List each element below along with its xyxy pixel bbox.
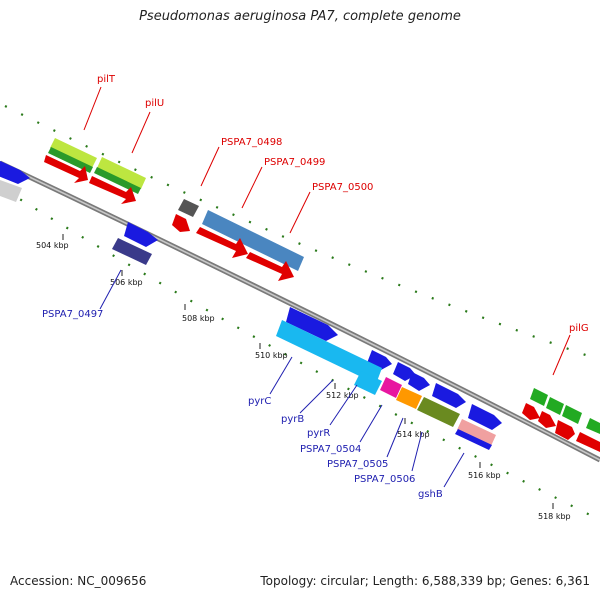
gene-pyrC-arrow (286, 307, 338, 341)
tick-label: 506 kbp (110, 278, 143, 287)
gene-pilU-cds (89, 176, 136, 204)
gc-track-lower (4, 189, 600, 521)
gene-PSPA7_0498-cds (172, 214, 190, 232)
gene-label-pyrR: pyrR (307, 428, 330, 439)
gene-PSPA7_0497-arrow (124, 222, 158, 247)
gene-pilU-track (97, 157, 146, 189)
gene-pilG-cds (522, 403, 540, 420)
gene-label-pilT: pilT (97, 74, 116, 85)
tick-label: 510 kbp (255, 351, 288, 360)
gene-PSPA7_0506-track (417, 397, 460, 427)
gene-PSPA7_0499-track (202, 210, 304, 271)
gene-label-pilG: pilG (569, 323, 589, 334)
tick-label: 514 kbp (397, 430, 430, 439)
tick-label: 512 kbp (326, 391, 359, 400)
gene-label-PSPA7_0504: PSPA7_0504 (300, 444, 361, 455)
gene-pyrR-arrow (393, 362, 416, 381)
gene-label-PSPA7_0499: PSPA7_0499 (264, 157, 325, 168)
gene-PSPA7_0500-cds (246, 252, 294, 281)
tick-label: 508 kbp (182, 314, 215, 323)
gene-label-PSPA7_0498: PSPA7_0498 (221, 137, 282, 148)
gene-PSPA7_0505-track (396, 387, 422, 409)
gene-gshB-track (457, 419, 496, 446)
gene-PSPA7_0497-track (112, 238, 152, 265)
accession-text: Accession: NC_009656 (10, 574, 147, 588)
gene-label-PSPA7_0497: PSPA7_0497 (42, 309, 103, 320)
gene-pilG-track (530, 388, 548, 406)
gene-PSPA7_0498-track (178, 199, 199, 217)
topology-text: Topology: circular; Length: 6,588,339 bp… (260, 574, 590, 588)
gene-pilT-track (50, 138, 97, 168)
gene-PSPA7_0499-cds (196, 227, 248, 258)
gene-PSPA7_0504-track (380, 377, 402, 398)
tick-label: 518 kbp (538, 512, 571, 521)
gene-pilT-cds (44, 155, 88, 183)
gene-label-PSPA7_0500: PSPA7_0500 (312, 182, 373, 193)
gene-label-gshB: gshB (418, 489, 443, 500)
gene-label-pyrC: pyrC (248, 396, 271, 407)
tick-label: 504 kbp (36, 241, 69, 250)
gene-arrow (0, 160, 30, 184)
map-title: Pseudomonas aeruginosa PA7, complete gen… (139, 9, 461, 24)
gene-label-pyrB: pyrB (281, 414, 304, 425)
tick-label: 516 kbp (468, 471, 501, 480)
gene-label-PSPA7_0505: PSPA7_0505 (327, 459, 388, 470)
gene-pyrB-track (276, 320, 382, 384)
gene-label-pilU: pilU (145, 98, 164, 109)
gene-arrow (0, 180, 22, 202)
gene-gshB-arrow (468, 404, 502, 430)
gene-label-PSPA7_0506: PSPA7_0506 (354, 474, 415, 485)
